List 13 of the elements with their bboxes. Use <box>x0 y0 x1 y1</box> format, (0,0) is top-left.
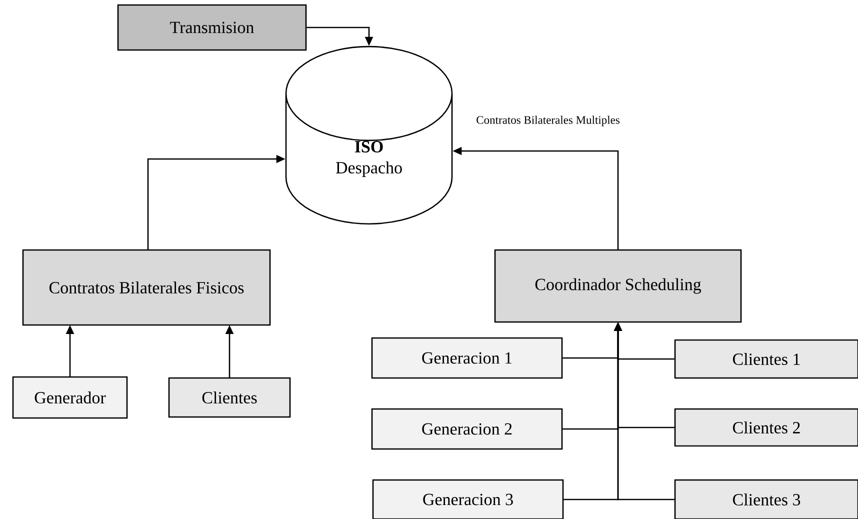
edge-label: Contratos Bilaterales Multiples <box>475 114 621 128</box>
process-box: Clientes 3 <box>674 479 858 519</box>
process-box: Clientes 1 <box>674 339 858 379</box>
process-box: Generacion 2 <box>371 408 563 450</box>
process-box: Coordinador Scheduling <box>494 249 742 323</box>
process-box: Clientes 2 <box>674 408 858 447</box>
process-box: Contratos Bilaterales Fisicos <box>22 249 271 326</box>
cylinder: ISO Despacho <box>285 46 453 225</box>
top-box: Transmision <box>117 4 307 51</box>
process-box: Clientes <box>168 377 291 418</box>
process-box: Generacion 1 <box>371 337 563 379</box>
process-box: Generador <box>12 376 128 419</box>
process-box: Generacion 3 <box>372 479 564 519</box>
